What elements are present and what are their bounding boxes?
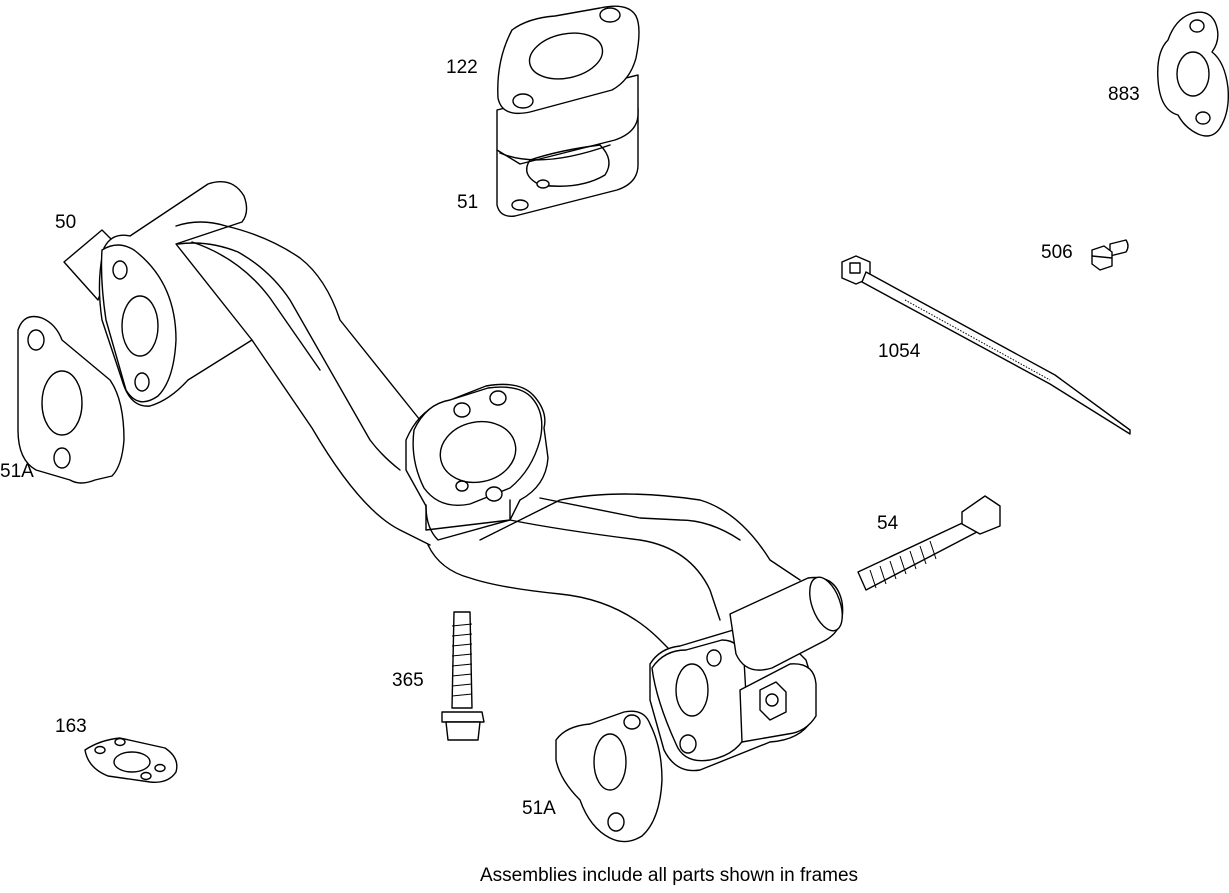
part-label-51a-left[interactable]: 51A	[0, 461, 34, 482]
gasket-51a-bottom-drawing	[555, 710, 663, 843]
gasket-163-drawing	[84, 737, 178, 783]
part-label-163[interactable]: 163	[55, 716, 87, 737]
cable-tie-1054-drawing	[841, 255, 1131, 435]
spacer-block-drawing	[496, 5, 640, 217]
assemblies-footnote: Assemblies include all parts shown in fr…	[480, 865, 859, 886]
part-label-1054[interactable]: 1054	[878, 341, 921, 362]
part-label-883[interactable]: 883	[1108, 84, 1140, 105]
part-label-51[interactable]: 51	[457, 192, 479, 213]
manifold-50-drawing	[63, 181, 844, 772]
part-label-122[interactable]: 122	[446, 57, 478, 78]
part-label-50[interactable]: 50	[55, 212, 77, 233]
gasket-883-drawing	[1157, 11, 1229, 137]
part-label-506[interactable]: 506	[1041, 242, 1073, 263]
part-label-365[interactable]: 365	[392, 670, 424, 691]
screw-506-drawing	[1091, 239, 1129, 271]
gasket-51a-left-drawing	[17, 315, 125, 484]
part-label-51a-bottom[interactable]: 51A	[522, 798, 556, 819]
part-label-54[interactable]: 54	[877, 513, 899, 534]
bolt-365-drawing	[441, 611, 485, 741]
bolt-54-drawing	[857, 495, 1001, 591]
